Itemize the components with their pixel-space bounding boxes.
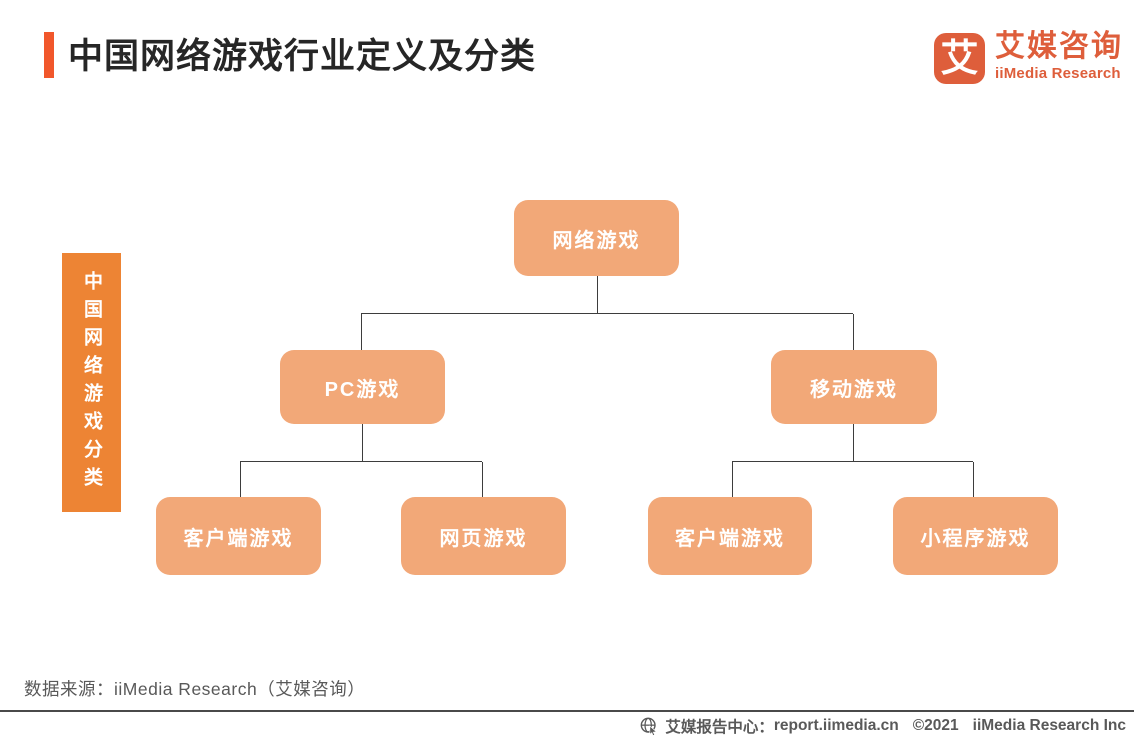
connector-root-vertical	[597, 276, 598, 313]
logo-name-cn: 艾媒咨询	[995, 30, 1123, 63]
footer-copyright: ©2021	[912, 717, 959, 734]
footer-bar: 艾媒报告中心：report.iimedia.cn ©2021 iiMedia R…	[639, 715, 1126, 737]
node-client-games-pc: 客户端游戏	[156, 497, 321, 575]
connector-pc-children-horizontal	[240, 461, 482, 462]
node-web-games: 网页游戏	[401, 497, 566, 575]
category-banner: 中国网络游戏分类	[62, 253, 121, 512]
connector-web-up	[482, 462, 483, 497]
connector-miniprogram-up	[973, 462, 974, 497]
node-miniprogram-games: 小程序游戏	[893, 497, 1058, 575]
connector-pc-up	[361, 314, 362, 350]
connector-client1-up	[240, 462, 241, 497]
logo-wordmark: 艾媒咨询 iiMedia Research	[995, 31, 1123, 82]
connector-client2-up	[732, 462, 733, 497]
data-source-note: 数据来源：iiMedia Research（艾媒咨询）	[24, 679, 366, 699]
footer-site-label: 艾媒报告中心：	[665, 719, 774, 736]
node-client-games-mobile: 客户端游戏	[648, 497, 812, 575]
node-pc-games: PC游戏	[280, 350, 445, 424]
connector-level2-horizontal	[361, 313, 853, 314]
globe-cursor-icon	[640, 717, 658, 736]
connector-mobile-up	[853, 314, 854, 350]
connector-mobile-down	[853, 424, 854, 461]
logo-name-en: iiMedia Research	[995, 64, 1121, 82]
node-mobile-games: 移动游戏	[771, 350, 937, 424]
page-title: 中国网络游戏行业定义及分类	[68, 37, 537, 76]
node-online-games: 网络游戏	[514, 200, 679, 276]
title-accent-bar	[44, 32, 54, 78]
connector-pc-down	[362, 424, 363, 461]
footer-divider	[0, 710, 1134, 712]
logo-glyph: 艾	[940, 37, 979, 80]
connector-mobile-children-horizontal	[732, 461, 973, 462]
footer-company: iiMedia Research Inc	[972, 717, 1126, 734]
footer-url: report.iimedia.cn	[773, 717, 899, 734]
iimedia-logo-icon: 艾	[934, 33, 985, 84]
category-banner-label: 中国网络游戏分类	[81, 270, 102, 495]
